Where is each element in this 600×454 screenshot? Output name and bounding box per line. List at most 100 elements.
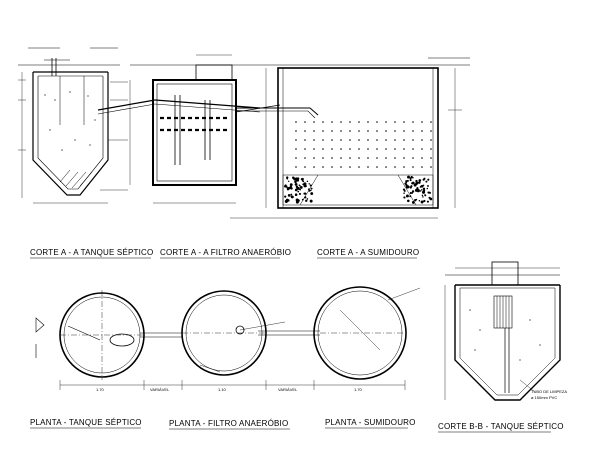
perforation-dot: [403, 166, 405, 168]
perforation-dot: [331, 130, 333, 132]
title-planta-tanque: PLANTA - TANQUE SÉPTICO: [30, 418, 142, 427]
perforation-dot: [295, 166, 297, 168]
gravel-stone: [295, 200, 299, 204]
perforation-dot: [313, 139, 315, 141]
section-tanque-septico: [18, 47, 156, 204]
perforation-dot: [322, 139, 324, 141]
gravel-stone: [406, 179, 409, 182]
perforation-dot: [376, 166, 378, 168]
gravel-stone: [308, 183, 310, 185]
gravel-stone: [286, 177, 289, 180]
perforation-dot: [313, 121, 315, 123]
perforation-dot: [322, 148, 324, 150]
perforation-dot: [403, 121, 405, 123]
gravel-stone: [289, 185, 293, 189]
gravel-stone: [295, 198, 299, 202]
perforation-dot: [376, 130, 378, 132]
perforation-dot: [295, 139, 297, 141]
perforation-dot: [331, 166, 333, 168]
perforation-dot: [421, 139, 423, 141]
gravel-stone: [404, 182, 407, 185]
gravel-stone: [407, 199, 410, 203]
gravel-stone: [421, 188, 423, 191]
gravel-stone: [420, 184, 424, 188]
gravel-stone: [303, 184, 307, 188]
perforation-dot: [430, 166, 432, 168]
gravel-stone: [403, 192, 405, 194]
perforation-dot: [403, 130, 405, 132]
gravel-stone: [306, 180, 309, 183]
gravel-stone: [294, 188, 298, 192]
gravel-stone: [415, 182, 418, 185]
gravel-stone: [418, 181, 421, 184]
gravel-stone: [429, 197, 433, 201]
perforation-dot: [358, 166, 360, 168]
perforation-dot: [367, 121, 369, 123]
perforation-dot: [331, 148, 333, 150]
perforation-dot: [358, 121, 360, 123]
gravel-stone: [287, 194, 291, 197]
perforation-dot: [430, 139, 432, 141]
perforation-dot: [367, 148, 369, 150]
gravel-stone: [285, 185, 288, 188]
gravel-stone: [310, 189, 312, 192]
perforation-dot: [385, 139, 387, 141]
gravel-stone: [427, 178, 430, 181]
gravel-stone: [422, 189, 426, 192]
perforation-dot: [421, 166, 423, 168]
perforation-dot: [403, 157, 405, 159]
perforation-dot: [313, 166, 315, 168]
perforation-dot: [430, 121, 432, 123]
perforation-dot: [349, 157, 351, 159]
perforation-dot: [331, 139, 333, 141]
perforation-dot: [304, 157, 306, 159]
title-underlines: [30, 257, 551, 433]
perforation-dot: [295, 130, 297, 132]
gravel-stone: [306, 198, 309, 200]
gravel-stone: [428, 191, 431, 194]
gravel-stone: [426, 200, 429, 203]
perforation-dot: [412, 157, 414, 159]
perforation-dot: [331, 121, 333, 123]
dim-label-2: VARIÁVEL: [150, 387, 170, 392]
section-sumidouro: [230, 57, 470, 219]
gravel-stone: [422, 187, 426, 191]
gravel-stone: [425, 180, 428, 183]
perforation-dot: [394, 157, 396, 159]
perforation-dot: [340, 148, 342, 150]
perforation-dot: [430, 148, 432, 150]
gravel-stone: [409, 179, 412, 182]
note-tubo-diametro: ø 150mm PVC: [531, 395, 558, 400]
perforation-dot: [412, 166, 414, 168]
gravel-stone: [405, 180, 408, 183]
gravel-stone: [422, 196, 424, 198]
gravel-stone: [302, 180, 305, 183]
gravel-stone: [310, 187, 313, 190]
dim-label-3: 1.10: [218, 387, 226, 392]
perforation-dot: [295, 157, 297, 159]
gravel-stone: [309, 184, 312, 187]
gravel-stone: [295, 177, 299, 181]
gravel-stone: [298, 184, 300, 186]
section-bb-tanque: [444, 261, 561, 401]
perforation-dot: [304, 166, 306, 168]
gravel-stone: [299, 188, 301, 191]
perforation-dot: [421, 130, 423, 132]
perforation-dot: [376, 139, 378, 141]
gravel-stone: [416, 187, 419, 190]
gravel-stone: [294, 182, 298, 186]
perforation-dot: [358, 130, 360, 132]
gravel-stone: [284, 195, 287, 198]
perforation-dot: [340, 166, 342, 168]
gravel-stone: [410, 175, 413, 179]
gravel-stone: [299, 186, 303, 189]
dim-label-4: VARIÁVEL: [278, 387, 298, 392]
title-planta-filtro: PLANTA - FILTRO ANAERÓBIO: [169, 419, 289, 428]
gravel-stone: [406, 184, 408, 187]
perforation-dot: [421, 157, 423, 159]
gravel-stone: [298, 192, 302, 196]
gravel-stone: [301, 198, 304, 201]
gravel-stone: [289, 183, 293, 187]
gravel-stone: [424, 194, 426, 196]
perforation-dot: [385, 121, 387, 123]
